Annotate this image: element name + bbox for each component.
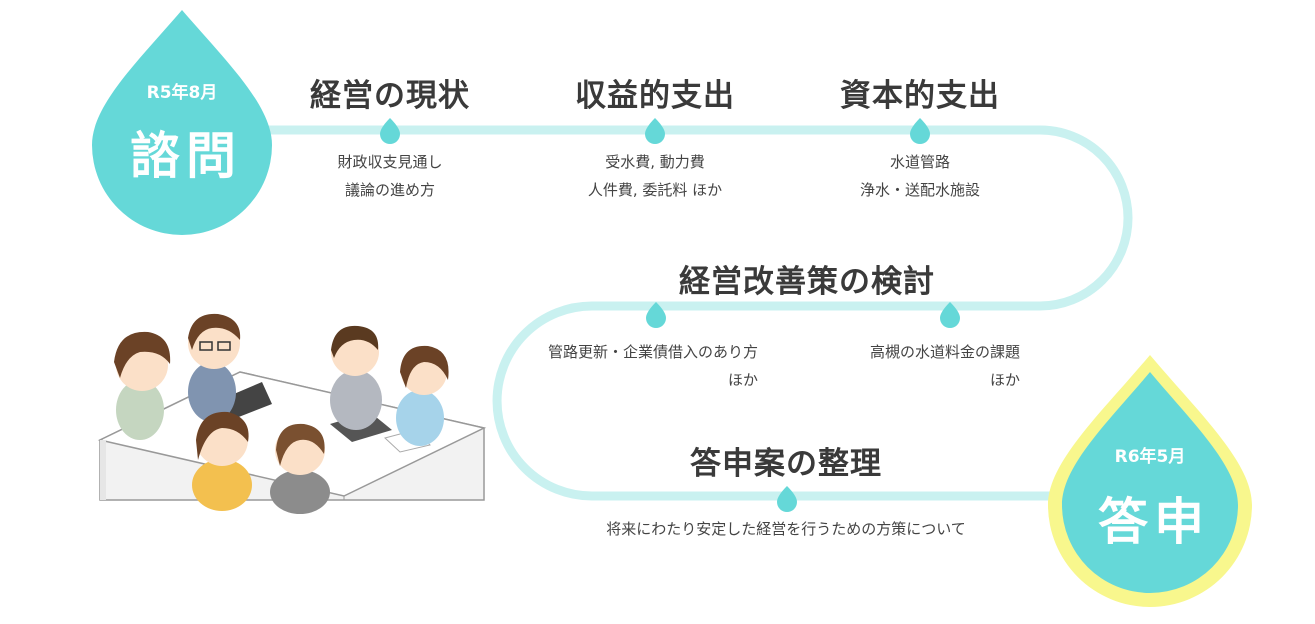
end-title: 答申 [1098, 493, 1210, 551]
meeting-people-icon [97, 313, 487, 514]
review-left-line-1: 管路更新・企業債借入のあり方 [548, 343, 759, 361]
flow-path [200, 125, 1155, 501]
summary-text: 将来にわたり安定した経営を行うための方策について [606, 520, 966, 538]
end-date: R6年5月 [1114, 447, 1186, 467]
step-3-title: 資本的支出 [840, 78, 1000, 114]
droplet-marker-5 [940, 302, 960, 328]
step-2-line-2: 人件費, 委託料 ほか [587, 181, 723, 199]
droplet-marker-1 [380, 118, 400, 144]
review-right-details: 高槻の水道料金の課題 ほか [870, 338, 1020, 394]
review-title: 経営改善策の検討 [679, 264, 935, 300]
step-3-details: 水道管路 浄水・送配水施設 [860, 148, 980, 204]
review-left-details: 管路更新・企業債借入のあり方 ほか [548, 338, 758, 394]
step-1-line-2: 議論の進め方 [344, 181, 436, 199]
summary-title: 答申案の整理 [690, 446, 882, 482]
step-3-line-1: 水道管路 [889, 153, 951, 171]
step-3-line-2: 浄水・送配水施設 [859, 181, 981, 199]
step-1-details: 財政収支見通し 議論の進め方 [337, 148, 442, 204]
step-2-details: 受水費, 動力費 人件費, 委託料 ほか [588, 148, 722, 204]
end-drop-icon [1062, 372, 1238, 593]
review-left-line-2: ほか [728, 371, 759, 389]
step-2-line-1: 受水費, 動力費 [605, 153, 705, 171]
step-1-line-1: 財政収支見通し [337, 153, 443, 171]
review-right-line-1: 高槻の水道料金の課題 [870, 343, 1021, 361]
review-right-line-2: ほか [990, 371, 1021, 389]
droplet-marker-2 [645, 118, 665, 144]
step-1-title: 経営の現状 [310, 78, 470, 114]
start-date: R5年8月 [146, 83, 218, 103]
droplet-marker-4 [646, 302, 666, 328]
droplet-marker-6 [777, 486, 797, 512]
start-drop-icon [92, 10, 272, 235]
step-2-title: 収益的支出 [575, 78, 735, 114]
start-title: 諮問 [130, 127, 242, 185]
droplet-marker-3 [910, 118, 930, 144]
